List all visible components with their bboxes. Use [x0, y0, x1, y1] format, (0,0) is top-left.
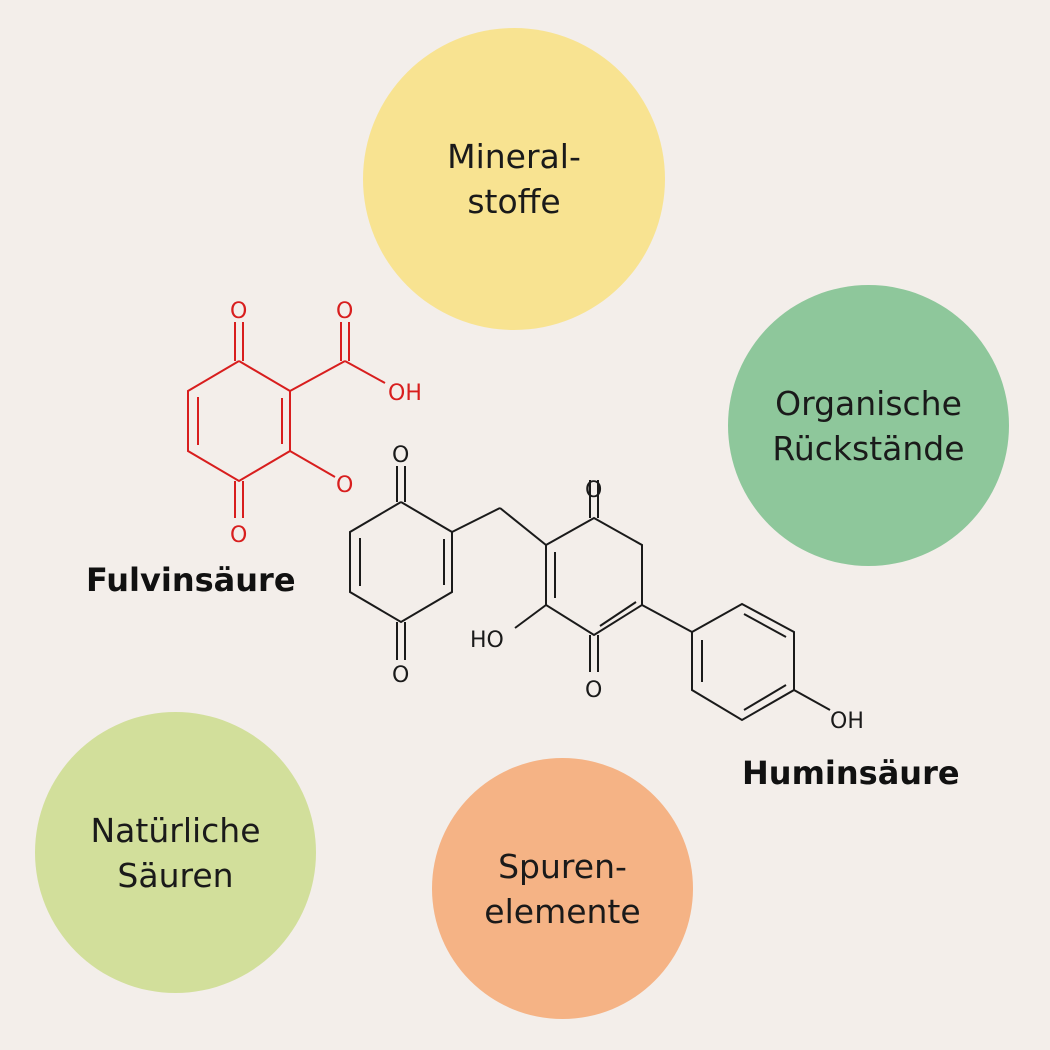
atom-o: O — [230, 523, 247, 548]
atom-ho: HO — [470, 628, 504, 653]
bubble-natural-line1: Natürliche — [90, 810, 261, 850]
bubble-natural-line2: Säuren — [117, 855, 234, 895]
atom-o: O — [585, 478, 602, 503]
bubble-spuren-line1: Spuren- — [498, 846, 627, 886]
atom-o: O — [585, 678, 602, 703]
fulvic-acid-structure — [187, 322, 386, 518]
atom-oh: OH — [388, 381, 422, 406]
bubble-organic-line2: Rückstände — [772, 428, 965, 468]
bubble-spurenelemente: Spuren- elemente — [432, 758, 693, 1019]
atom-o: O — [230, 299, 247, 324]
bubble-mineralstoffe: Mineral- stoffe — [363, 28, 665, 330]
bubble-organic-line1: Organische — [775, 383, 962, 423]
bubble-organische-rueckstaende: Organische Rückstände — [728, 285, 1009, 566]
bubble-spuren-line2: elemente — [484, 891, 641, 931]
bubble-natuerliche-saeuren: Natürliche Säuren — [35, 712, 316, 993]
fulvic-acid-atoms: O O OH O O — [230, 299, 422, 548]
bubble-mineralstoffe-line1: Mineral- — [447, 137, 581, 176]
atom-o: O — [392, 443, 409, 468]
atom-o: O — [336, 299, 353, 324]
humic-acid-atoms: O O O O HO OH — [392, 443, 864, 734]
label-huminsaeure: Huminsäure — [742, 754, 960, 792]
humic-acid-structure — [349, 466, 831, 722]
label-fulvinsaeure: Fulvinsäure — [86, 561, 296, 599]
bubble-mineralstoffe-line2: stoffe — [467, 182, 561, 221]
atom-o: O — [392, 663, 409, 688]
atom-o: O — [336, 473, 353, 498]
atom-oh: OH — [830, 709, 864, 734]
